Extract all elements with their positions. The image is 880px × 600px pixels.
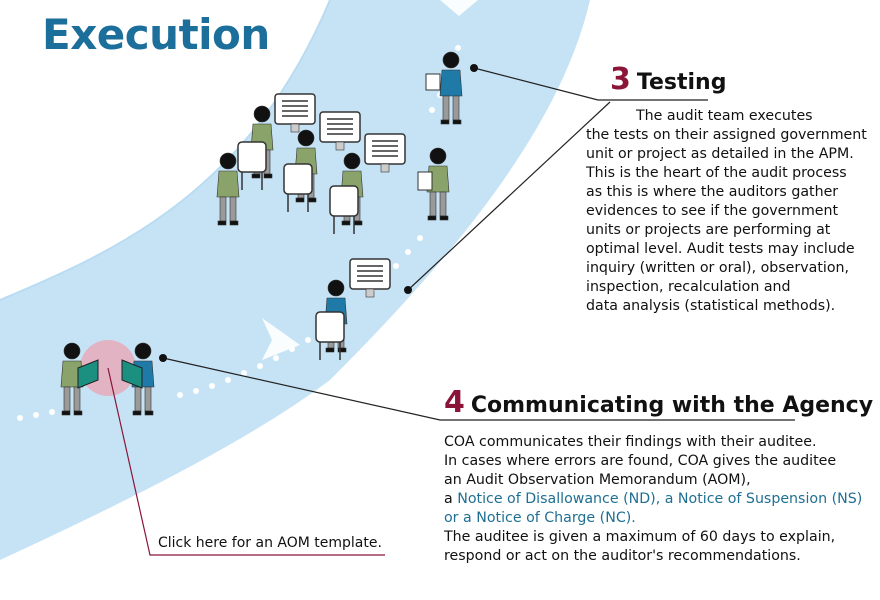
text-line: inspection, recalculation and — [586, 279, 791, 295]
communicating-description: COA communicates their findings with the… — [444, 433, 874, 566]
path-band-edge — [0, 0, 331, 301]
arrow-up-icon — [440, 0, 478, 16]
text-line: an Audit Observation Memorandum (AOM), — [444, 472, 751, 488]
aom-template-link[interactable]: Click here for an AOM template. — [158, 535, 382, 551]
step-number: 4 — [444, 385, 465, 420]
text-line: a Notice of Disallowance (ND), a Notice … — [444, 490, 874, 509]
clipboard-icon — [417, 171, 433, 191]
text-line: The auditee is given a maximum of 60 day… — [444, 529, 836, 545]
text-line: as this is where the auditors gather — [586, 184, 839, 200]
path-band — [0, 0, 590, 560]
text-line: COA communicates their findings with the… — [444, 434, 817, 450]
pointer-dot — [470, 64, 478, 72]
text-line: The audit team executes — [636, 108, 813, 124]
text-line: data analysis (statistical methods). — [586, 298, 836, 314]
text-line: This is the heart of the audit process — [586, 165, 847, 181]
step-heading: Communicating with the Agency — [470, 393, 874, 418]
link-line — [107, 367, 385, 556]
text-line: unit or project as detailed in the APM. — [586, 146, 854, 162]
notice-types-text: or a Notice of Charge (NC). — [444, 510, 636, 526]
folder-icon — [121, 359, 143, 389]
testing-description: The audit team executes the tests on the… — [586, 107, 876, 316]
pointer-dot — [404, 286, 412, 294]
pointer-lines — [162, 67, 795, 421]
text-line: In cases where errors are found, COA giv… — [444, 453, 837, 469]
text-line: the tests on their assigned government — [586, 127, 867, 143]
clipboard-icon — [425, 73, 441, 91]
text-line: optimal level. Audit tests may include — [586, 241, 855, 257]
notice-types-text: Notice of Disallowance (ND), a Notice of… — [457, 491, 863, 507]
text-line: units or projects are performing at — [586, 222, 831, 238]
folder-icon — [77, 359, 99, 389]
text-line: evidences to see if the government — [586, 203, 839, 219]
step-heading: Testing — [636, 70, 727, 95]
text-fragment: a — [444, 491, 458, 507]
page-title: Execution — [42, 10, 270, 59]
step-number: 3 — [610, 62, 631, 97]
pointer-dot — [159, 354, 167, 362]
text-line: respond or act on the auditor's recommen… — [444, 548, 801, 564]
arrow-right-icon — [262, 318, 300, 360]
text-line: inquiry (written or oral), observation, — [586, 260, 850, 276]
